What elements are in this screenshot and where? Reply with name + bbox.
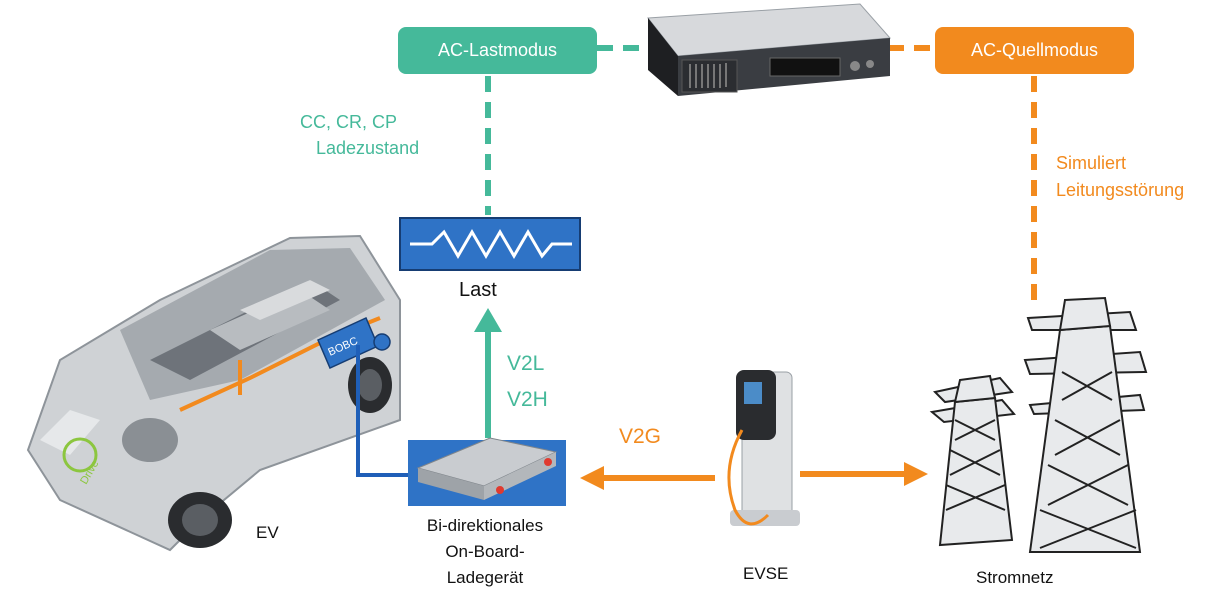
v2g-label: V2G	[619, 425, 662, 448]
ac-source-mode-box: AC-Quellmodus	[935, 27, 1134, 74]
evse-label: EVSE	[743, 564, 789, 583]
grid-arrow-right-head	[904, 462, 928, 486]
ac-load-mode-box: AC-Lastmodus	[398, 27, 597, 74]
v2g-arrow-left-head	[580, 466, 604, 490]
charger-label-line1: Bi-direktionales	[426, 516, 544, 535]
charger-module	[408, 437, 566, 506]
v2h-label: V2H	[507, 388, 548, 411]
grid-label: Stromnetz	[976, 568, 1054, 587]
load-box	[399, 217, 581, 271]
ac-load-mode-label: AC-Lastmodus	[437, 40, 558, 60]
ac-source-mode-label: AC-Quellmodus	[970, 40, 1099, 60]
v2l-arrow-head	[474, 308, 502, 332]
charger-label-line2: On-Board-	[445, 542, 525, 561]
ev-car-illustration: Drive BOBC	[26, 234, 401, 552]
v2l-label: V2L	[507, 352, 545, 375]
blue-cable	[356, 345, 412, 477]
load-params-line2: Ladezustand	[316, 138, 420, 158]
load-params-line1: CC, CR, CP	[300, 112, 398, 132]
evse-charging-station	[727, 370, 800, 526]
power-tower-icon	[929, 296, 1148, 553]
load-label: Last	[459, 279, 497, 301]
ev-label: EV	[256, 523, 279, 542]
car-logo-icon	[62, 437, 98, 473]
resistor-icon	[410, 229, 572, 259]
simulates-line1: Simuliert	[1056, 153, 1127, 173]
power-supply-device	[647, 3, 892, 96]
simulates-line2: Leitungsstörung	[1056, 180, 1185, 200]
charger-label-line3: Ladegerät	[446, 568, 524, 587]
